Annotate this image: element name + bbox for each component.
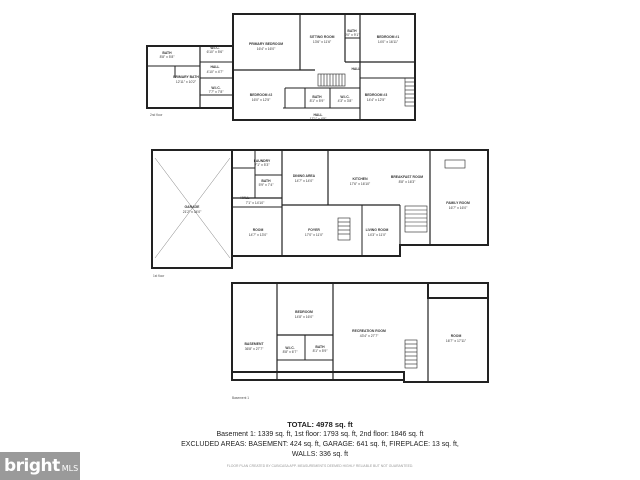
room-dims: 16'0" x 12'5" xyxy=(252,98,271,102)
room-dims: 36'8" x 27'7" xyxy=(245,347,264,351)
room-dims: 13'6" x 11'6" xyxy=(313,40,332,44)
room-name: BATH xyxy=(315,345,325,349)
room-name: BATH xyxy=(312,95,322,99)
room-dims: 21'2" x 34'0" xyxy=(183,210,202,214)
room-name: FOYER xyxy=(308,228,320,232)
room-name: BEDROOM #2 xyxy=(250,93,273,97)
first-floor-stairs xyxy=(154,157,466,259)
room-dims: 8'8" x 16'3" xyxy=(399,180,417,184)
basement-labels: BEDROOM 14'8" x 16'0" BASEMENT 36'8" x 2… xyxy=(232,310,467,400)
room-dims: 9'0" x 9'1" xyxy=(345,33,361,37)
room-name: W.I.C. xyxy=(285,346,294,350)
second-floor-labels: PRIMARY BEDROOM 16'4" x 16'0" SITTING RO… xyxy=(150,29,399,121)
room-name: BATH xyxy=(162,51,172,55)
room-name: PRIMARY BATH xyxy=(173,75,199,79)
floor-caption: 2nd floor xyxy=(150,113,163,117)
second-floor-walls xyxy=(146,13,416,121)
room-dims: 14'4" x 12'5" xyxy=(367,98,386,102)
room-dims: 14'0" x 16'11" xyxy=(378,40,399,44)
room-dims: 12'11" x 10'2" xyxy=(176,80,197,84)
room-name: HALL xyxy=(240,196,249,200)
room-name: HALL xyxy=(210,65,219,69)
walls-area: WALLS: 336 sq. ft xyxy=(291,451,349,458)
room-name: BEDROOM xyxy=(295,310,313,314)
room-name: BASEMENT xyxy=(244,342,264,346)
room-dims: 16'4" x 16'0" xyxy=(257,47,276,51)
basement-walls xyxy=(231,282,489,383)
room-name: HALL xyxy=(313,113,322,117)
room-name: BEDROOM #3 xyxy=(365,93,388,97)
disclaimer: FLOOR PLAN CREATED BY CUBICASA APP. MEAS… xyxy=(226,464,414,468)
room-name: BEDROOM #1 xyxy=(377,35,400,39)
room-name: PRIMARY BEDROOM xyxy=(249,42,283,46)
logo-suffix: MLS xyxy=(61,463,79,473)
floor-areas: Basement 1: 1339 sq. ft, 1st floor: 1793… xyxy=(216,431,424,438)
room-dims: 17'1" x 4'5" xyxy=(310,117,328,121)
room-name: W.I.C. xyxy=(340,95,349,99)
floor-plan-diagram: PRIMARY BEDROOM 16'4" x 16'0" SITTING RO… xyxy=(146,13,489,400)
room-name: BATH xyxy=(261,179,271,183)
room-dims: 17'6" x 16'10" xyxy=(350,182,371,186)
room-name: LIVING ROOM xyxy=(366,228,389,232)
room-dims: 14'7" x 14'0" xyxy=(295,179,314,183)
logo-wordmark: bright xyxy=(4,456,60,476)
basement-stairs xyxy=(404,339,418,369)
room-name: BREAKFAST ROOM xyxy=(391,175,423,179)
room-dims: 17'0" x 11'0" xyxy=(305,233,324,237)
room-dims: 8'1" x 5'9" xyxy=(313,349,329,353)
room-dims: 8'1" x 5'9" xyxy=(310,99,326,103)
room-name: LAUNDRY xyxy=(254,159,271,163)
bright-mls-logo: bright MLS xyxy=(0,452,80,480)
room-dims: 6'10" x 5'6" xyxy=(207,50,225,54)
room-dims: 4'10" x 4'7" xyxy=(207,70,225,74)
room-dims: 14'3" x 11'0" xyxy=(368,233,387,237)
room-name: ROOM xyxy=(451,334,462,338)
room-name: BATH xyxy=(347,29,357,33)
room-name: FAMILY ROOM xyxy=(446,201,470,205)
room-dims: 16'7" x 17'11" xyxy=(446,339,467,343)
room-dims: 7'1" x 14'10" xyxy=(246,201,265,205)
room-dims: 5'9" x 7'4" xyxy=(259,183,275,187)
room-name: SITTING ROOM xyxy=(310,35,335,39)
room-dims: 14'8" x 16'0" xyxy=(295,315,314,319)
room-name: W.I.C. xyxy=(210,46,219,50)
first-floor-labels: LAUNDRY 7'1" x 5'3" BATH 5'9" x 7'4" DIN… xyxy=(153,159,470,278)
room-dims: 14'7" x 13'0" xyxy=(249,233,268,237)
total-area: TOTAL: 4978 sq. ft xyxy=(287,420,353,429)
second-floor-stairs xyxy=(317,73,416,107)
room-dims: 16'7" x 16'0" xyxy=(449,206,468,210)
room-dims: 43'4" x 27'7" xyxy=(360,334,379,338)
room-dims: 8'8" x 5'8" xyxy=(160,55,176,59)
room-name: GARAGE xyxy=(185,205,201,209)
room-dims: 7'7" x 7'8" xyxy=(209,90,225,94)
room-name: KITCHEN xyxy=(352,177,368,181)
room-dims: 4'3" x 3'8" xyxy=(338,99,354,103)
room-dims: 7'1" x 5'3" xyxy=(255,163,271,167)
room-name: HALL xyxy=(351,67,360,71)
first-floor-walls xyxy=(151,149,489,269)
room-dims: 8'8" x 6'7" xyxy=(283,350,299,354)
room-name: ROOM xyxy=(253,228,264,232)
excluded-areas: EXCLUDED AREAS: BASEMENT: 424 sq. ft, GA… xyxy=(181,441,459,448)
room-name: W.I.C. xyxy=(211,86,220,90)
room-name: RECREATION ROOM xyxy=(352,329,386,333)
floor-caption: Basement 1 xyxy=(232,396,249,400)
room-name: DINING AREA xyxy=(293,174,316,178)
floor-caption: 1st floor xyxy=(153,274,165,278)
